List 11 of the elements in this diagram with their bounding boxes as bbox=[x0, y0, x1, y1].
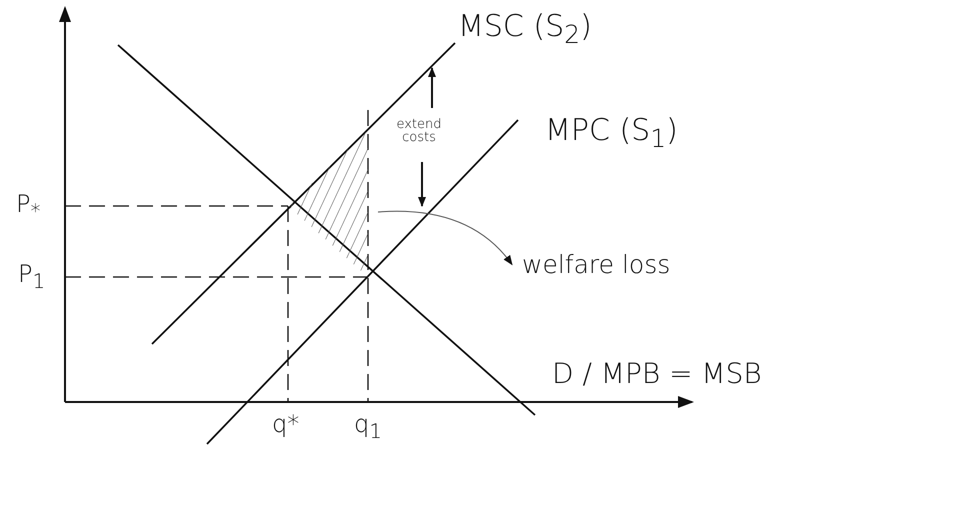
curve-label: D / MPB = MSB bbox=[552, 360, 762, 388]
axis-label: P$_{1}$ bbox=[18, 262, 46, 291]
axis-label: q$_{1}$ bbox=[354, 412, 382, 441]
curve-label: MPC (S$_{1}$) bbox=[545, 116, 678, 151]
leader-line bbox=[378, 210, 513, 266]
annotation-text: extend costs bbox=[395, 118, 443, 144]
annotation-text: welfare loss bbox=[522, 252, 670, 277]
hatched-area bbox=[288, 130, 368, 277]
axis-label: q* bbox=[272, 412, 300, 436]
curve-label: MSC (S$_{2}$) bbox=[458, 12, 592, 47]
axis-label: P$_{*}$ bbox=[16, 192, 40, 221]
